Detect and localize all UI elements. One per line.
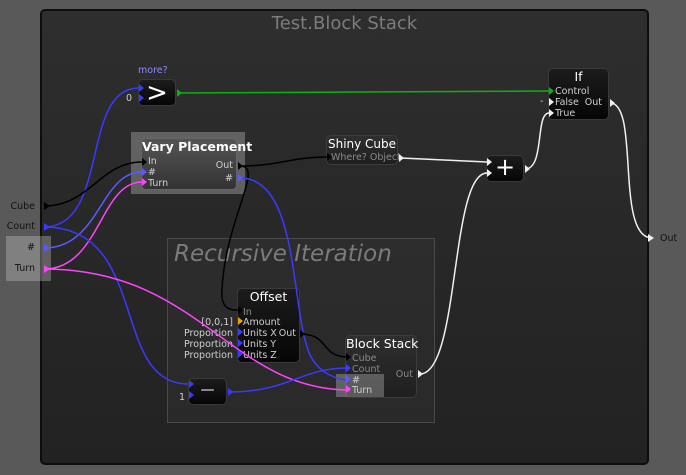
offset-node[interactable]: Offset In Amount Units X Units Y Units Z… [237,288,300,363]
published-input-turn[interactable]: Turn [14,263,35,274]
node-title: Shiny Cube [327,137,397,151]
port-in[interactable]: In [148,156,157,167]
published-input-count[interactable]: Count [6,221,35,232]
port-units-y[interactable]: Units Y [243,339,277,350]
port-out[interactable]: Out [584,97,602,108]
subtract-node[interactable]: — [188,378,227,405]
compare-caption: more? [138,65,168,76]
port-amount[interactable]: Amount [243,317,281,328]
node-title: Offset [249,289,288,304]
node-title: Vary Placement [142,139,253,154]
if-node[interactable]: If Control False True Out [548,68,609,120]
vary-placement-node[interactable]: Vary Placement In # Turn Out # [141,138,253,190]
port-control[interactable]: Control [555,86,590,97]
block-stack-node[interactable]: Block Stack Cube Count # Turn Out [336,335,419,398]
add-node[interactable]: + [486,153,524,182]
port-where-object[interactable]: Where? Object [331,152,401,163]
group-title: Recursive Iteration [174,241,392,267]
node-title: If [574,69,583,84]
port-true[interactable]: True [555,108,576,119]
compare-default-value[interactable]: 0 [126,93,133,104]
port-out[interactable]: Out [215,160,233,171]
plus-symbol: + [494,153,516,181]
port-out[interactable]: Out [278,328,296,339]
port-hash[interactable]: # [352,375,360,386]
units-x-default[interactable]: Proportion [183,328,233,339]
port-false[interactable]: False [555,97,579,108]
units-z-default[interactable]: Proportion [183,350,233,361]
node-title: Block Stack [346,336,419,351]
port-out[interactable]: Out [395,369,413,380]
published-input-cube[interactable]: Cube [10,201,35,212]
port-units-x[interactable]: Units X [243,328,277,339]
published-input-hash[interactable]: # [27,242,35,253]
port-turn[interactable]: Turn [352,385,373,396]
amount-default[interactable]: [0,0,1] [201,317,233,328]
port-hash[interactable]: # [148,167,156,178]
port-count[interactable]: Count [352,364,381,375]
port-units-z[interactable]: Units Z [243,350,277,361]
shiny-cube-node[interactable]: Shiny Cube Where? Object [326,135,401,165]
subtract-default-value[interactable]: 1 [179,392,186,403]
greater-than-symbol: > [146,78,168,108]
port-cube[interactable]: Cube [352,353,377,364]
if-false-default[interactable]: - [540,96,544,107]
units-y-default[interactable]: Proportion [183,339,233,350]
published-output-out[interactable]: Out [660,233,678,244]
compare-node[interactable]: > [138,78,176,108]
composition-title: Test.Block Stack [271,13,418,34]
minus-symbol: — [200,382,215,398]
published-inputs-selection [6,236,51,281]
port-hash-out[interactable]: # [225,173,233,184]
port-turn[interactable]: Turn [148,178,169,189]
